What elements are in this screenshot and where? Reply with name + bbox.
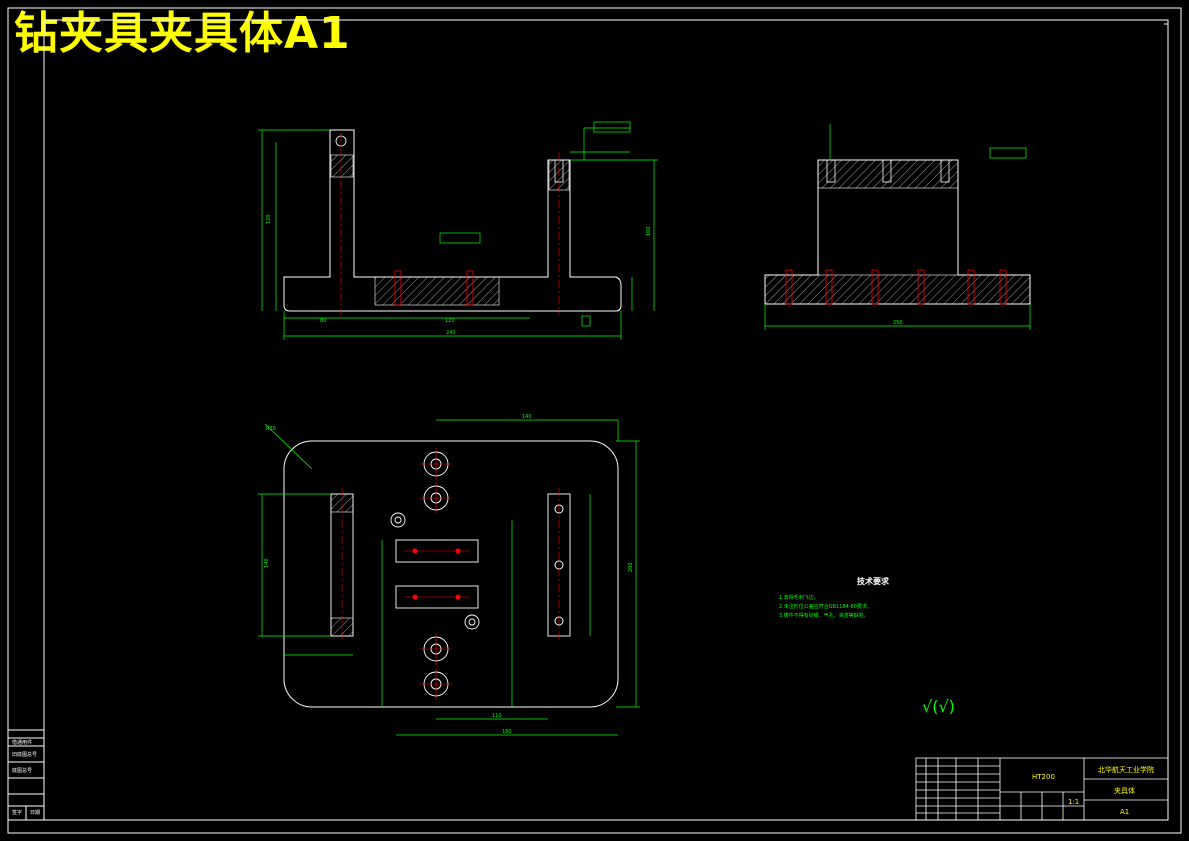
top-view: 140 180 110 140 200 R30 xyxy=(258,414,640,736)
svg-text:120: 120 xyxy=(266,214,272,224)
outer-frame xyxy=(7,7,1182,834)
inner-frame xyxy=(43,19,1169,821)
svg-text:110: 110 xyxy=(492,713,502,719)
tech-req-item: 1.去除毛刺飞边。 xyxy=(779,594,819,601)
svg-text:80: 80 xyxy=(320,318,326,324)
tech-req-item: 2.未注形位公差应符合GB1184-80要求。 xyxy=(779,603,872,610)
svg-text:250: 250 xyxy=(893,320,903,326)
title-block-sheet: A1 xyxy=(1120,808,1129,816)
corner-mark xyxy=(1164,20,1169,25)
title-block-scale: 1:1 xyxy=(1068,798,1079,806)
side-strip-item: 签字 xyxy=(12,809,22,816)
svg-text:200: 200 xyxy=(628,562,634,572)
svg-text:R30: R30 xyxy=(266,426,276,432)
svg-text:240: 240 xyxy=(446,330,456,336)
svg-text:140: 140 xyxy=(264,558,270,568)
page-title: 钻夹具夹具体A1 xyxy=(14,8,351,59)
title-block-part-name: 夹具体 xyxy=(1114,786,1135,795)
title-block-material: HT200 xyxy=(1032,773,1055,781)
side-strip-item: 借通用件 xyxy=(12,739,32,746)
side-view: 250 xyxy=(764,124,1031,330)
side-strip-item: 底图总号 xyxy=(12,767,32,774)
svg-text:140: 140 xyxy=(522,414,532,420)
side-strip xyxy=(7,729,45,821)
title-block xyxy=(915,757,1169,821)
tech-req-item: 3.铸件不得有砂眼、气孔、夹渣等缺陷。 xyxy=(779,612,869,619)
side-strip-item: 旧底图总号 xyxy=(12,751,37,758)
svg-text:100: 100 xyxy=(646,226,652,236)
svg-text:180: 180 xyxy=(502,729,512,735)
title-block-school: 北华航天工业学院 xyxy=(1098,765,1154,774)
tech-req-heading: 技术要求 xyxy=(857,576,890,586)
svg-text:120: 120 xyxy=(445,318,455,324)
surface-roughness-symbol: √(√) xyxy=(922,697,955,716)
side-strip-item: 日期 xyxy=(30,810,40,816)
front-view: 80 120 240 120 100 xyxy=(258,121,658,340)
